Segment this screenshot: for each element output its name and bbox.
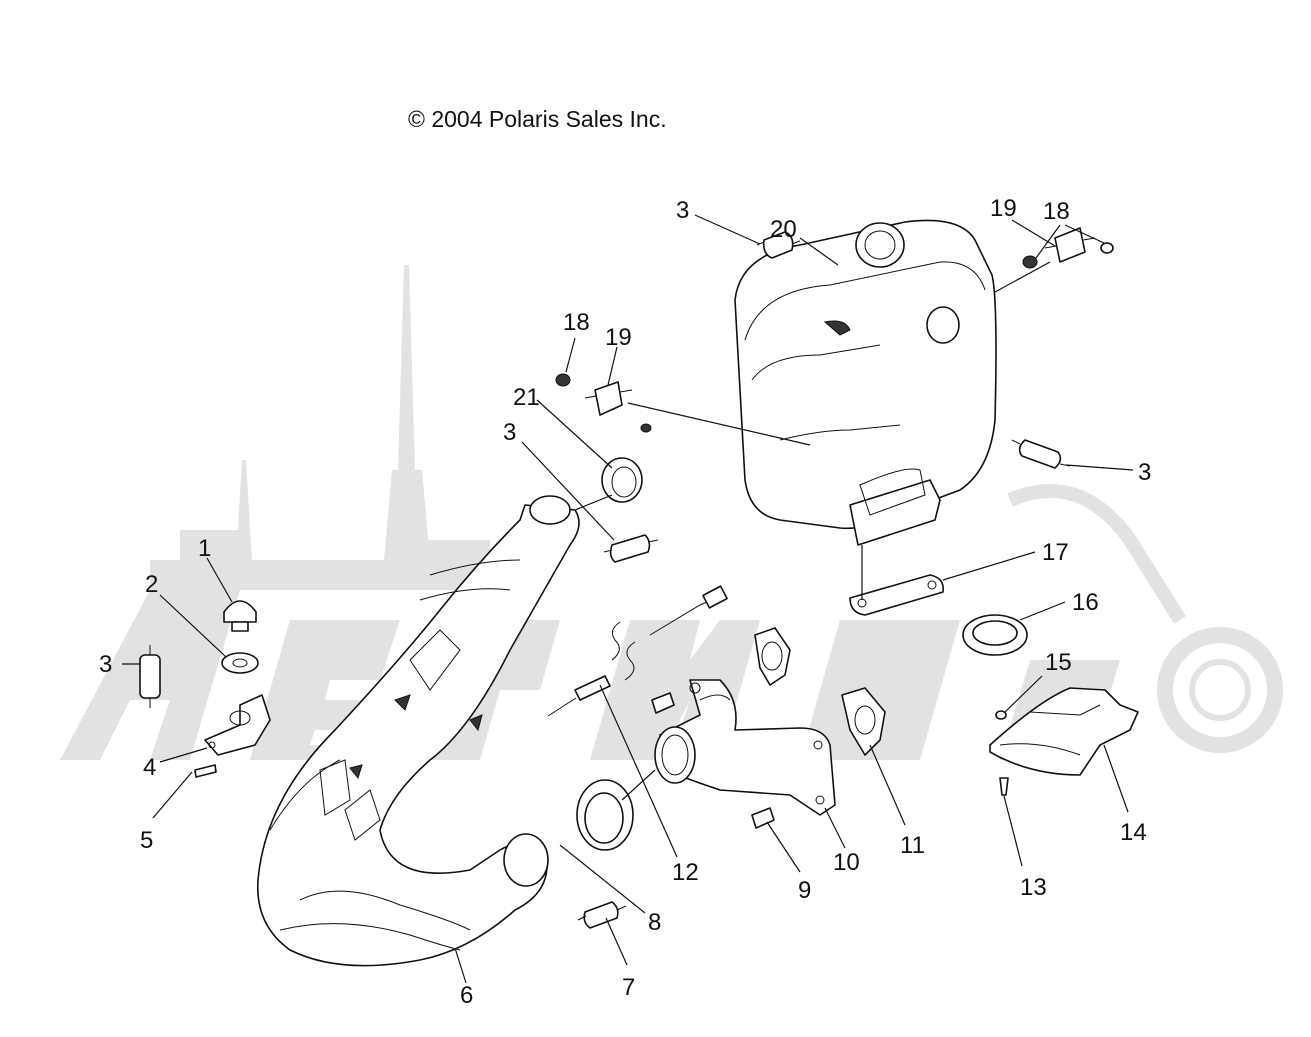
callout-3-center: 3 [503, 419, 516, 446]
callout-13: 13 [1020, 874, 1047, 901]
cap-part-1 [223, 600, 257, 632]
spring-part-3-right [1011, 439, 1071, 469]
bracket-part-4 [204, 694, 271, 756]
callout-14: 14 [1120, 819, 1147, 846]
callout-1: 1 [198, 535, 211, 562]
nut-part-18-left [555, 373, 571, 387]
callout-10: 10 [833, 849, 860, 876]
callout-11: 11 [900, 832, 925, 859]
spring-part-3-left [139, 645, 161, 708]
callout-6: 6 [460, 982, 473, 1009]
bolt-part-9-upper [651, 692, 675, 714]
seal-ring-part-16 [962, 614, 1028, 656]
callout-2: 2 [145, 571, 158, 598]
callout-20: 20 [770, 216, 797, 243]
muffler-part-20 [734, 219, 997, 546]
sensor-part-12 [547, 585, 728, 717]
grommet-part-19-left [584, 381, 633, 416]
callout-15: 15 [1045, 649, 1072, 676]
callout-19-right: 19 [990, 195, 1017, 222]
nut-part-18-right-b [1100, 242, 1114, 254]
callout-3-right: 3 [1138, 459, 1151, 486]
seal-part-21 [601, 457, 643, 503]
gasket-part-11b [841, 687, 886, 756]
callout-17: 17 [1042, 539, 1069, 566]
nut-part-18-left-b [640, 423, 652, 433]
callout-labels: 1 2 3 3 3 3 4 5 6 7 8 9 10 11 12 13 14 1… [99, 195, 1151, 1009]
callout-12: 12 [672, 859, 699, 886]
rivet-part-13 [999, 777, 1009, 796]
callout-18-left: 18 [563, 309, 590, 336]
callout-7: 7 [622, 974, 635, 1001]
gasket-part-11a [754, 627, 791, 686]
washer-part-2 [221, 652, 259, 674]
exhaust-manifold-part-10 [654, 679, 836, 816]
seal-part-8 [576, 779, 634, 851]
spring-part-3-upper [756, 231, 801, 259]
callout-4: 4 [143, 754, 156, 781]
callout-8: 8 [648, 909, 661, 936]
leader-lines [122, 214, 1134, 984]
watermark-logo [60, 265, 1283, 760]
nut-part-15 [995, 710, 1007, 720]
grommet-part-19-right [1044, 227, 1096, 263]
callout-9: 9 [798, 877, 811, 904]
spring-part-7 [577, 901, 627, 929]
callout-16: 16 [1072, 589, 1099, 616]
callout-19-left: 19 [605, 324, 632, 351]
expansion-pipe-part-6 [256, 495, 580, 967]
bolt-part-9 [751, 807, 775, 829]
callout-5: 5 [140, 827, 153, 854]
callout-3-left: 3 [99, 651, 112, 678]
heat-shield-part-14 [989, 687, 1139, 776]
nut-part-18-right [1022, 255, 1038, 269]
spring-part-3-center [603, 534, 659, 563]
callout-18-right: 18 [1043, 198, 1070, 225]
rivet-part-5 [194, 764, 217, 778]
copyright-notice: © 2004 Polaris Sales Inc. [408, 106, 667, 132]
mounting-plate-part-17 [849, 574, 945, 616]
callout-21: 21 [513, 384, 540, 411]
callout-3-top: 3 [676, 197, 689, 224]
